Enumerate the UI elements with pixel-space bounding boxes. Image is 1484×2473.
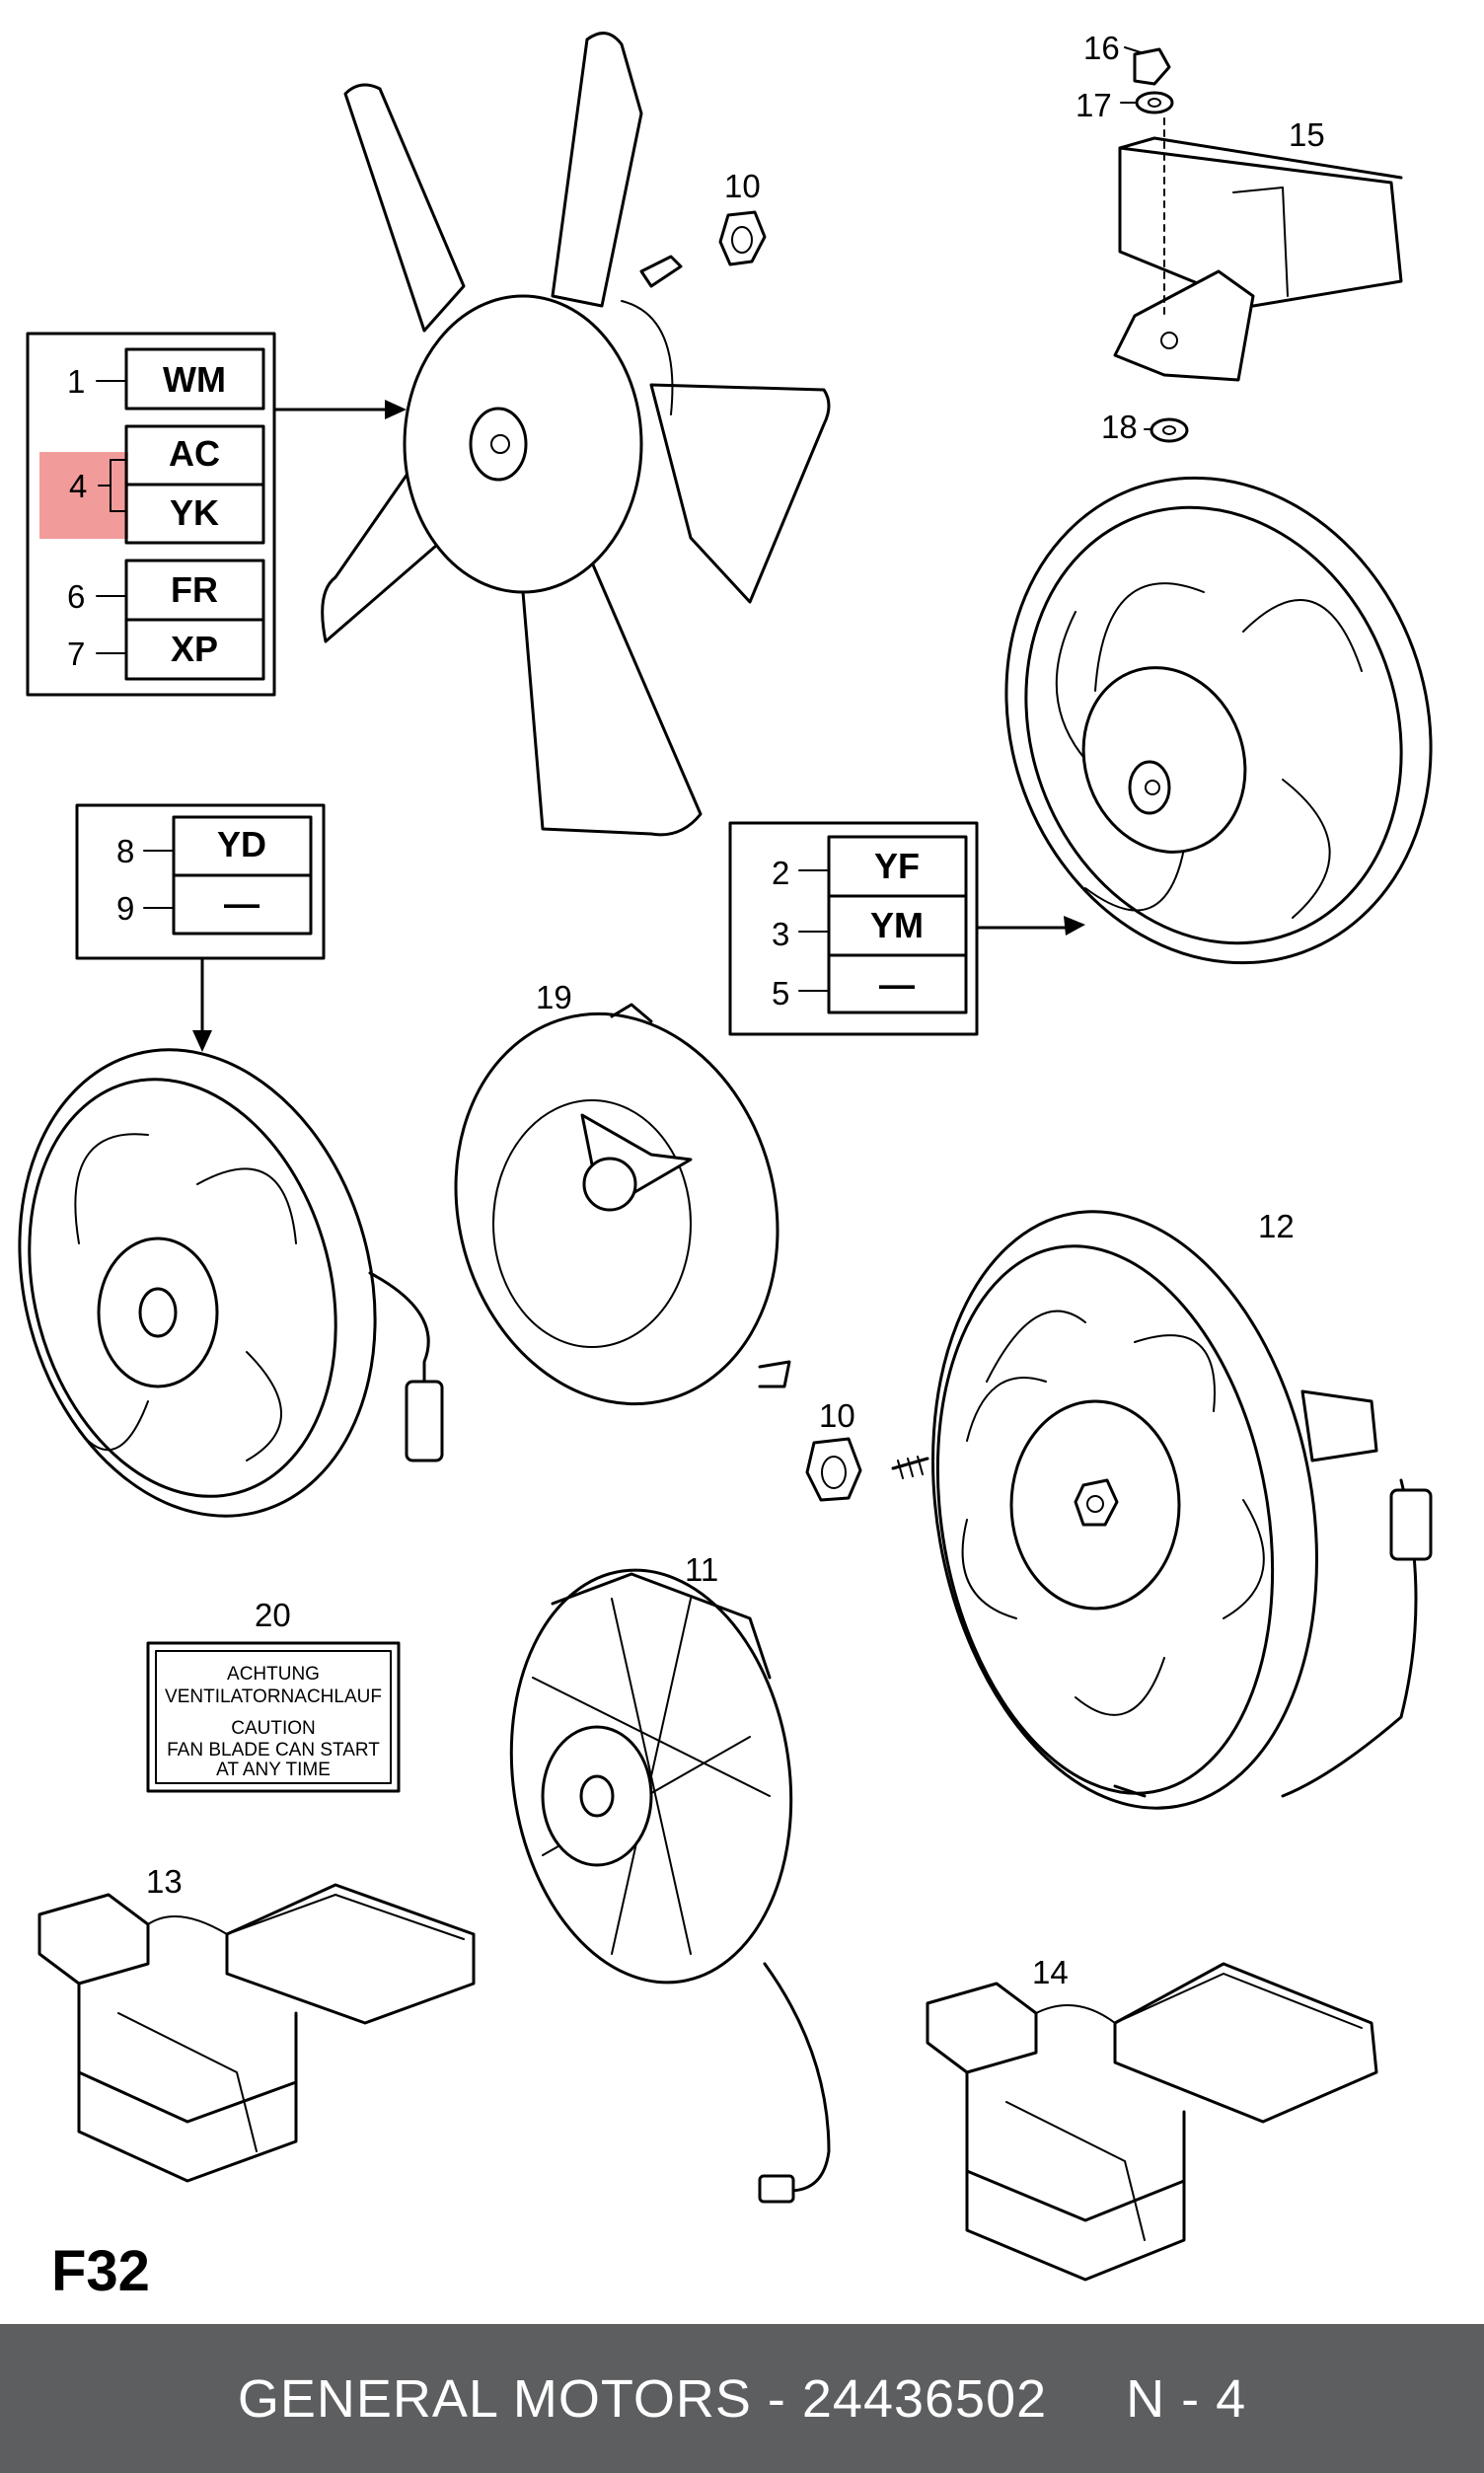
resistor-13: 13: [37, 1863, 476, 2183]
callout-3: 3: [772, 916, 789, 952]
callout-7: 7: [67, 636, 85, 672]
code-box-b: 8 9 YD —: [75, 803, 326, 1052]
code-dash-c: —: [879, 964, 915, 1005]
plate-line-3: CAUTION: [231, 1718, 316, 1739]
code-yk: YK: [170, 492, 219, 533]
callout-15: 15: [1289, 116, 1325, 153]
callout-1: 1: [67, 363, 85, 400]
callout-19: 19: [536, 979, 572, 1015]
exploded-parts-diagram: 1 4 6 7 WM AC YK FR XP 10 16 17 15 18: [18, 30, 1433, 2282]
code-ac: AC: [169, 433, 220, 474]
callout-2: 2: [772, 855, 789, 891]
code-cell-wm: [124, 347, 265, 411]
resistor-14: 14: [926, 1954, 1378, 2282]
code-box-b-frame: [75, 803, 326, 960]
callout-12: 12: [1258, 1208, 1295, 1244]
callout-16: 16: [1083, 30, 1120, 66]
plate-line-1: ACHTUNG: [227, 1664, 320, 1685]
callout-14: 14: [1032, 1954, 1069, 1990]
code-box-c-frame: [728, 821, 979, 1036]
fan-shroud-left-middle: [18, 1048, 444, 1518]
callout-10-top: 10: [724, 168, 761, 204]
shroud-19: 19: [454, 979, 791, 1406]
footer-brand-part: GENERAL MOTORS - 24436502: [237, 2368, 1048, 2429]
nut-10-top: 10: [718, 168, 767, 266]
callout-20: 20: [255, 1597, 291, 1633]
footer-page-ref: N - 4: [1126, 2368, 1247, 2429]
arrow-icon: [385, 400, 407, 419]
nut-10-middle: 10: [805, 1397, 929, 1502]
page-code: F32: [51, 2239, 150, 2303]
plate-line-4: FAN BLADE CAN START: [167, 1740, 380, 1761]
highlight-marker: [39, 452, 128, 539]
callout-6: 6: [67, 578, 85, 615]
code-ym: YM: [870, 905, 924, 945]
code-box-a-frame: [26, 332, 276, 697]
code-yd: YD: [217, 824, 266, 864]
callout-8: 8: [116, 833, 134, 869]
plate-line-5: AT ANY TIME: [216, 1760, 331, 1780]
arrow-icon: [1064, 916, 1085, 936]
footer-bar: GENERAL MOTORS - 24436502 N - 4: [0, 2324, 1484, 2473]
callout-5: 5: [772, 975, 789, 1012]
fan-shroud-right-top: [1004, 476, 1433, 965]
callout-4: 4: [69, 468, 87, 504]
callout-9: 9: [116, 890, 134, 927]
callout-11: 11: [685, 1551, 718, 1588]
code-dash-b: —: [224, 883, 260, 924]
callout-17: 17: [1076, 87, 1112, 123]
callout-13: 13: [146, 1863, 183, 1900]
fan-assembly-11: 11: [509, 1551, 831, 2204]
code-fr: FR: [171, 569, 218, 610]
arrow-icon: [192, 1030, 212, 1052]
fan-open-blades: [321, 32, 831, 837]
fan-assembly-12: 12: [931, 1208, 1433, 1810]
code-wm: WM: [163, 359, 226, 400]
warning-plate-20: 20 ACHTUNG VENTILATORNACHLAUF CAUTION FA…: [146, 1597, 401, 1793]
code-box-c: 2 3 5 YF YM —: [728, 821, 1085, 1036]
code-box-a: 1 4 6 7 WM AC YK FR XP: [26, 332, 407, 697]
code-yf: YF: [874, 846, 920, 886]
code-xp: XP: [171, 629, 218, 669]
plate-line-2: VENTILATORNACHLAUF: [165, 1686, 382, 1707]
callout-18: 18: [1101, 409, 1138, 445]
callout-10-middle: 10: [819, 1397, 855, 1434]
resistor-assembly-15: 16 17 15 18: [1076, 30, 1403, 445]
